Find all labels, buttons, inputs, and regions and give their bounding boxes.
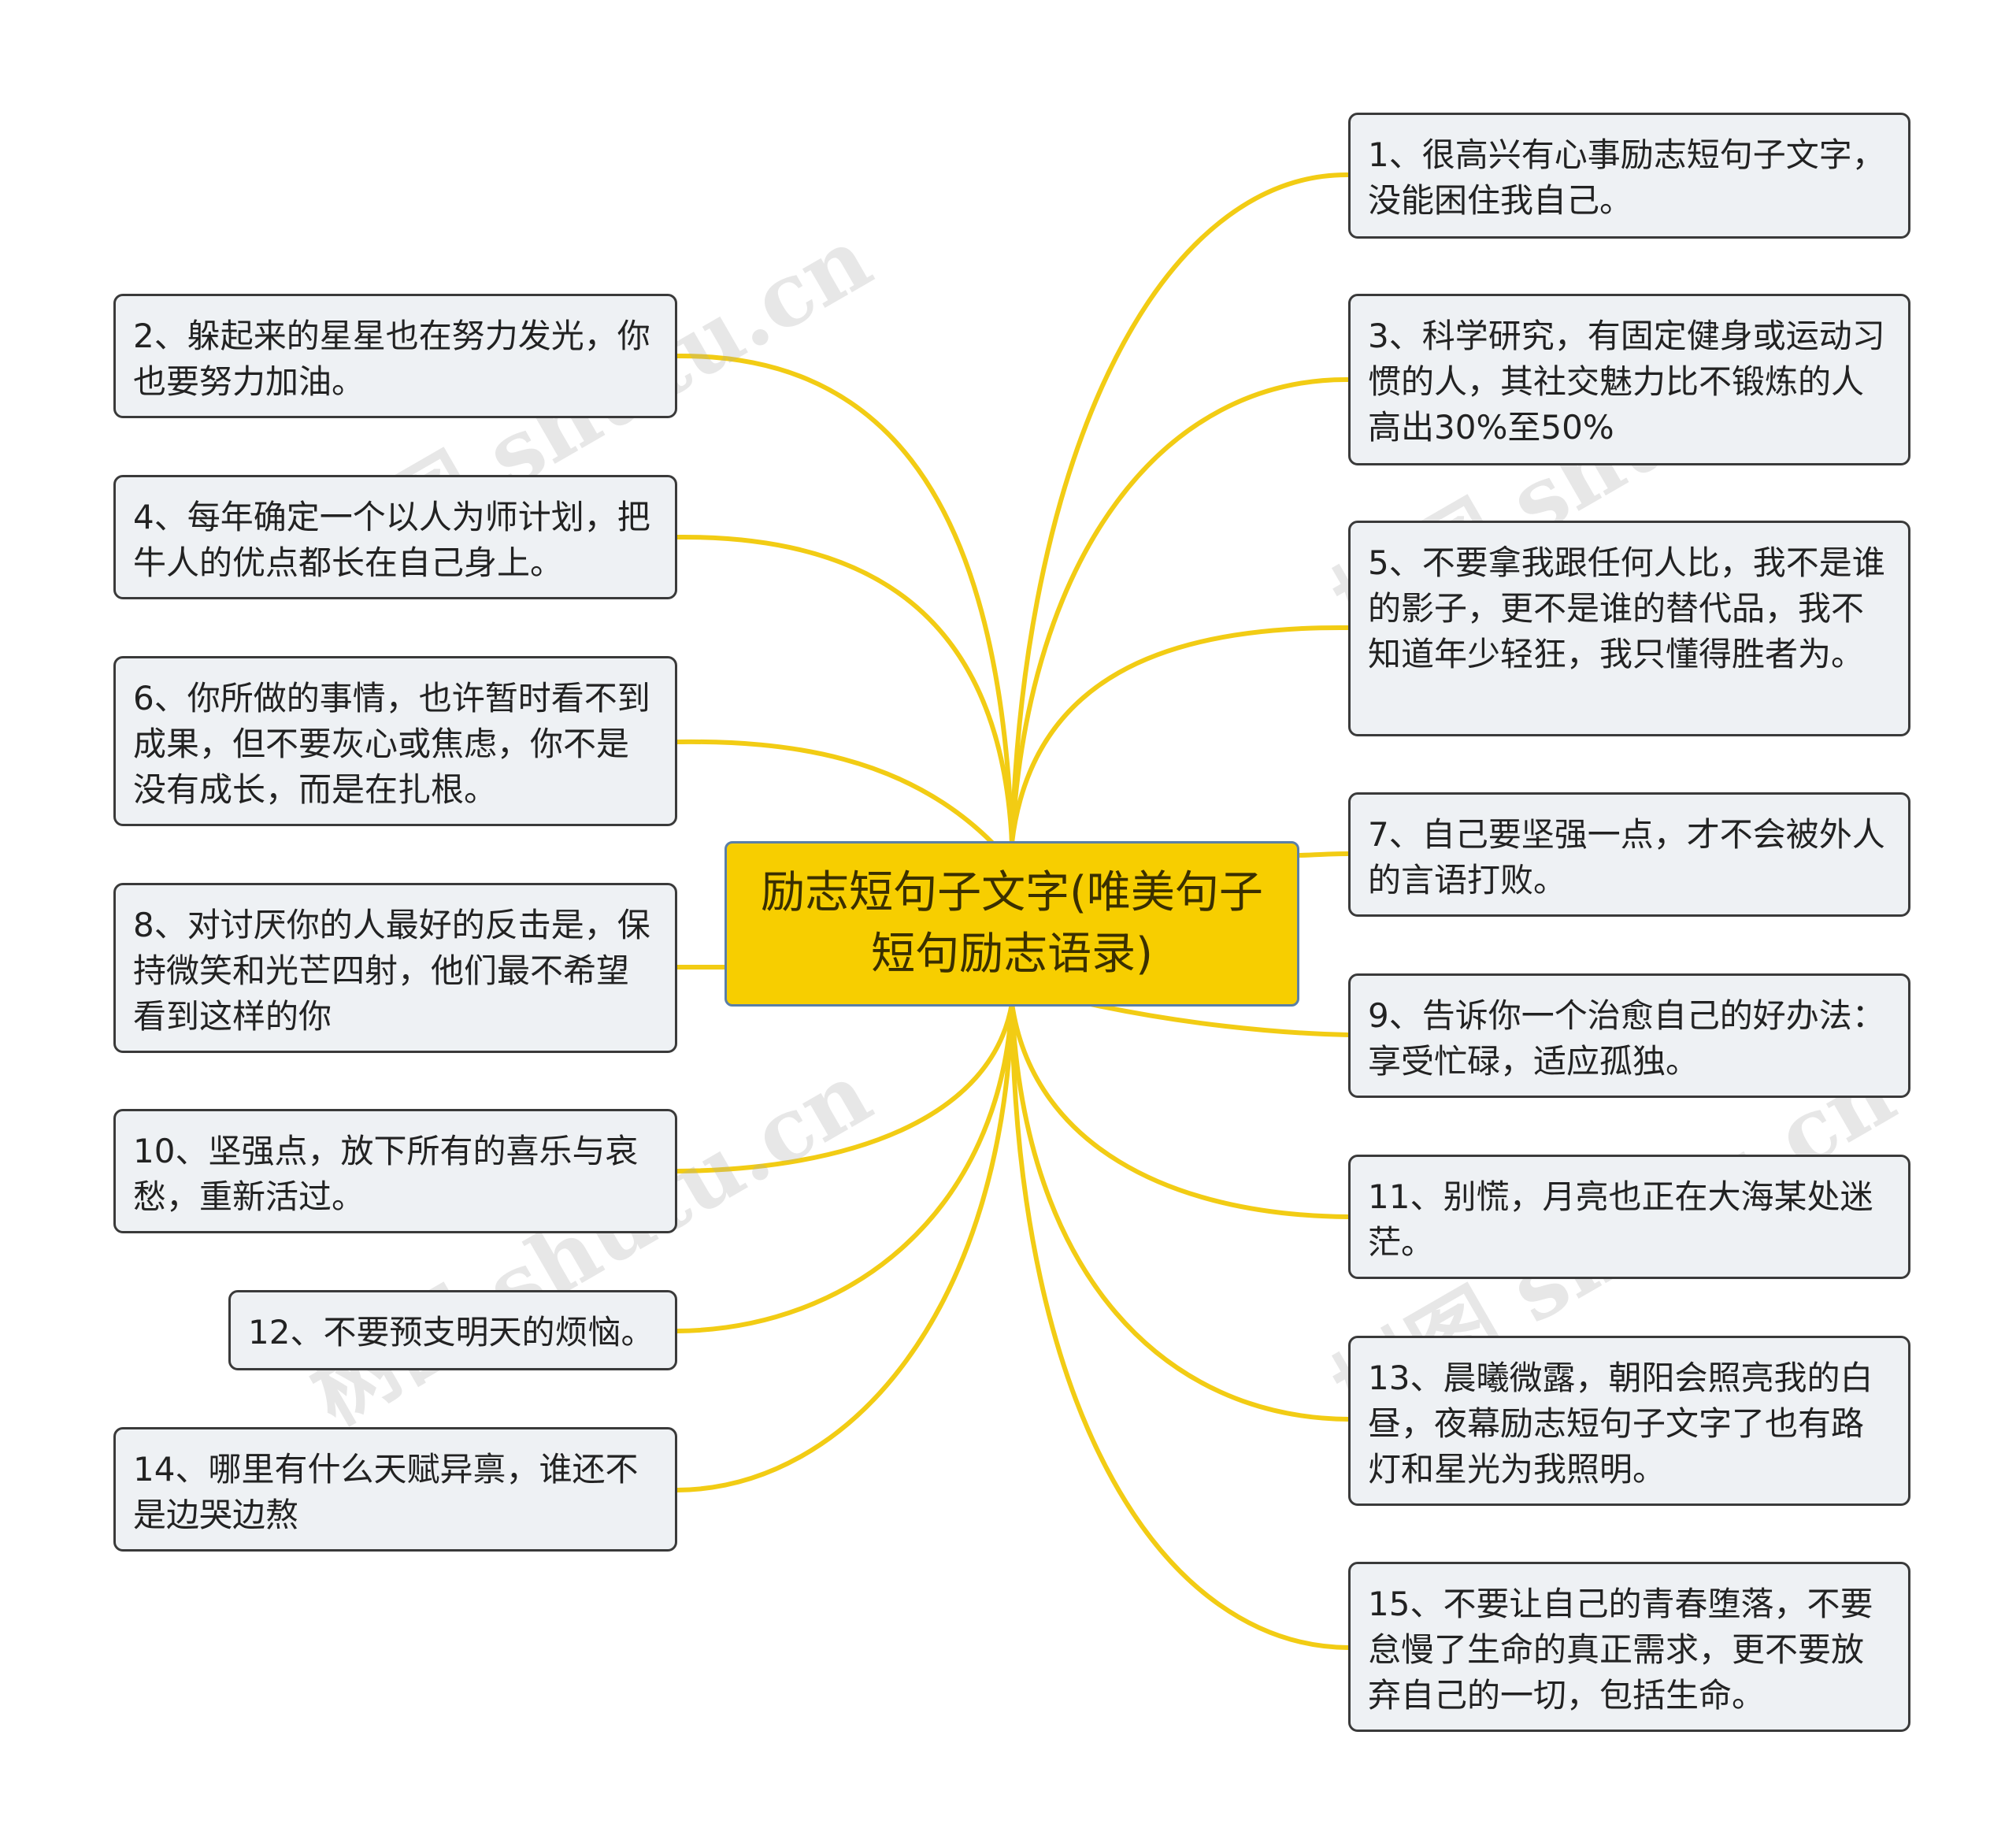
node-15[interactable]: 15、不要让自己的青春堕落，不要怠慢了生命的真正需求，更不要放弃自己的一切，包括… (1348, 1562, 1910, 1732)
connector-n3 (1010, 376, 1351, 845)
connector-n5 (1010, 625, 1351, 845)
node-4[interactable]: 4、每年确定一个以人为师计划，把牛人的优点都长在自己身上。 (113, 475, 677, 599)
node-text: 2、躲起来的星星也在努力发光，你也要努力加油。 (133, 317, 650, 401)
node-text: 14、哪里有什么天赋异禀，谁还不是边哭边熬 (133, 1450, 639, 1534)
node-9[interactable]: 9、告诉你一个治愈自己的好办法：享受忙碌，适应孤独。 (1348, 973, 1910, 1098)
node-text: 11、别慌，月亮也正在大海某处迷茫。 (1368, 1177, 1873, 1262)
node-text: 7、自己要坚强一点，才不会被外人的言语打败。 (1368, 815, 1885, 899)
node-text: 9、告诉你一个治愈自己的好办法：享受忙碌，适应孤独。 (1368, 996, 1885, 1081)
node-8[interactable]: 8、对讨厌你的人最好的反击是，保持微笑和光芒四射，他们最不希望看到这样的你 (113, 883, 677, 1053)
connector-n14 (675, 1001, 1014, 1492)
connector-n4 (675, 534, 1014, 845)
connector-n2 (675, 353, 1014, 845)
node-10[interactable]: 10、坚强点，放下所有的喜乐与哀愁，重新活过。 (113, 1109, 677, 1233)
node-1[interactable]: 1、很高兴有心事励志短句子文字，没能困住我自己。 (1348, 113, 1910, 239)
node-5[interactable]: 5、不要拿我跟任何人比，我不是谁的影子，更不是谁的替代品，我不知道年少轻狂，我只… (1348, 521, 1910, 736)
connector-n9 (1084, 1001, 1351, 1037)
connector-n13 (1010, 1001, 1351, 1422)
node-12[interactable]: 12、不要预支明天的烦恼。 (228, 1290, 677, 1370)
connector-n1 (1010, 172, 1351, 845)
node-3[interactable]: 3、科学研究，有固定健身或运动习惯的人，其社交魅力比不锻炼的人高出30%至50% (1348, 294, 1910, 465)
connector-n12 (675, 1001, 1014, 1333)
node-text: 1、很高兴有心事励志短句子文字，没能困住我自己。 (1368, 135, 1885, 220)
node-text: 3、科学研究，有固定健身或运动习惯的人，其社交魅力比不锻炼的人高出30%至50% (1368, 317, 1885, 447)
node-text: 8、对讨厌你的人最好的反击是，保持微笑和光芒四射，他们最不希望看到这样的你 (133, 906, 650, 1036)
node-text: 13、晨曦微露，朝阳会照亮我的白昼，夜幕励志短句子文字了也有路灯和星光为我照明。 (1368, 1359, 1873, 1489)
node-7[interactable]: 7、自己要坚强一点，才不会被外人的言语打败。 (1348, 792, 1910, 917)
connector-n10 (675, 1001, 1014, 1173)
connector-n6 (675, 739, 995, 845)
connector-n7 (1297, 851, 1351, 858)
root-node-title: 励志短句子文字(唯美句子短句励志语录) (761, 867, 1263, 980)
node-14[interactable]: 14、哪里有什么天赋异禀，谁还不是边哭边熬 (113, 1427, 677, 1552)
node-text: 5、不要拿我跟任何人比，我不是谁的影子，更不是谁的替代品，我不知道年少轻狂，我只… (1368, 543, 1885, 673)
connector-n15 (1010, 1001, 1351, 1650)
node-text: 10、坚强点，放下所有的喜乐与哀愁，重新活过。 (133, 1132, 639, 1216)
node-2[interactable]: 2、躲起来的星星也在努力发光，你也要努力加油。 (113, 294, 677, 418)
node-text: 6、你所做的事情，也许暂时看不到成果，但不要灰心或焦虑，你不是没有成长，而是在扎… (133, 679, 650, 809)
node-11[interactable]: 11、别慌，月亮也正在大海某处迷茫。 (1348, 1155, 1910, 1279)
node-6[interactable]: 6、你所做的事情，也许暂时看不到成果，但不要灰心或焦虑，你不是没有成长，而是在扎… (113, 656, 677, 826)
node-text: 15、不要让自己的青春堕落，不要怠慢了生命的真正需求，更不要放弃自己的一切，包括… (1368, 1585, 1873, 1715)
node-text: 4、每年确定一个以人为师计划，把牛人的优点都长在自己身上。 (133, 498, 650, 582)
connector-n11 (1010, 1001, 1351, 1219)
node-text: 12、不要预支明天的烦恼。 (248, 1313, 654, 1351)
node-13[interactable]: 13、晨曦微露，朝阳会照亮我的白昼，夜幕励志短句子文字了也有路灯和星光为我照明。 (1348, 1336, 1910, 1506)
root-node[interactable]: 励志短句子文字(唯美句子短句励志语录) (724, 841, 1299, 1007)
